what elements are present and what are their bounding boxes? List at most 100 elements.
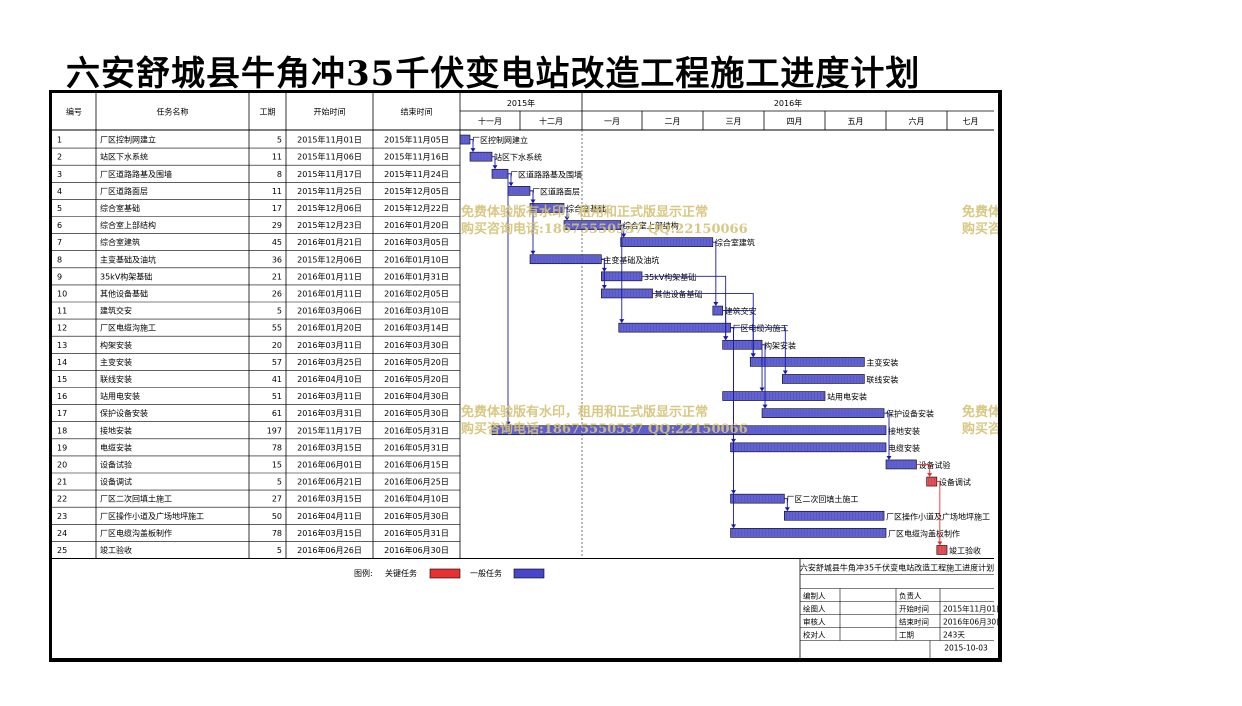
dependency-link: [712, 241, 717, 306]
task-end: 2016年01月20日: [384, 220, 449, 230]
task-name: 接地安装: [100, 425, 132, 435]
dependency-arrow: [784, 507, 790, 512]
task-id: 21: [57, 478, 67, 487]
task-name: 设备调试: [100, 477, 132, 487]
task-id: 2: [57, 153, 62, 162]
task-duration: 26: [272, 289, 282, 298]
title-block-cell: 开始时间: [899, 604, 929, 614]
task-bar: [529, 254, 602, 265]
bar-label: 厂区控制网建立: [472, 135, 528, 145]
dependency-arrow: [762, 404, 768, 409]
task-id: 16: [57, 392, 67, 401]
task-id: 23: [57, 512, 67, 521]
dependency-link: [762, 344, 766, 408]
title-block-project: 六安舒城县牛角冲35千伏变电站改造工程施工进度计划: [800, 563, 994, 573]
task-end: 2016年05月30日: [384, 511, 449, 521]
task-duration: 8: [277, 170, 282, 179]
watermark-line2: 购买咨询电话:18675550537 QQ:22150066: [461, 221, 748, 237]
task-id: 13: [57, 341, 67, 350]
task-duration: 21: [272, 272, 282, 281]
task-id: 6: [57, 221, 62, 230]
task-duration: 5: [277, 307, 282, 316]
title-block-cell: 审核人: [803, 617, 826, 627]
bar-label: 建筑交安: [725, 306, 757, 316]
task-bar: [722, 391, 826, 401]
task-id: 19: [57, 443, 67, 452]
task-end: 2016年05月30日: [384, 408, 449, 418]
task-start: 2015年12月23日: [297, 220, 362, 230]
legend-critical-label: 关键任务: [385, 568, 417, 578]
month-label: 四月: [787, 117, 803, 126]
legend-label: 图例:: [354, 568, 373, 578]
dependency-arrow: [759, 387, 765, 392]
task-start: 2016年06月21日: [297, 477, 362, 487]
header-duration: 工期: [260, 108, 276, 117]
task-end: 2016年01月10日: [384, 254, 449, 264]
task-id: 15: [57, 375, 67, 384]
task-end: 2016年03月14日: [384, 323, 449, 333]
bar-label: 设备试验: [919, 460, 951, 470]
task-name: 主变基础及油坑: [100, 254, 156, 264]
bar-label: 设备调试: [939, 477, 971, 487]
task-name: 保护设备安装: [100, 408, 148, 418]
bar-label: 综合室基础: [566, 203, 606, 213]
dependency-arrow: [470, 148, 476, 153]
task-name: 厂区电缆沟施工: [100, 323, 156, 333]
dependency-arrow: [723, 336, 729, 341]
watermark-line2: 购买咨询电话:18675550537 QQ:22150066: [962, 421, 998, 437]
dependency-link: [530, 190, 534, 254]
task-id: 14: [57, 358, 67, 367]
task-duration: 5: [277, 136, 282, 145]
task-name: 站区下水系统: [100, 152, 148, 162]
bar-label: 主变安装: [866, 357, 898, 367]
dependency-link: [730, 327, 786, 374]
task-id: 4: [57, 187, 62, 196]
bar-label: 接地安装: [888, 426, 920, 436]
watermark-line2: 购买咨询电话:18675550537 QQ:22150066: [461, 421, 748, 437]
task-end: 2016年01月31日: [384, 271, 449, 281]
header-name: 任务名称: [157, 107, 189, 117]
task-name: 厂区道路面层: [100, 186, 148, 196]
header-start: 开始时间: [314, 107, 346, 117]
bar-label: 综合室建筑: [715, 238, 755, 248]
dependency-link: [916, 464, 931, 477]
task-start: 2016年06月01日: [297, 459, 362, 469]
task-end: 2016年05月31日: [384, 442, 449, 452]
task-duration: 5: [277, 546, 282, 555]
bar-label: 厂区电缆沟盖板制作: [888, 528, 960, 538]
task-end: 2016年06月25日: [384, 477, 449, 487]
month-label: 一月: [604, 117, 620, 126]
task-duration: 5: [277, 478, 282, 487]
task-start: 2016年01月11日: [297, 271, 362, 281]
task-start: 2016年03月15日: [297, 442, 362, 452]
task-id: 9: [57, 272, 62, 281]
title-block-cell: 负责人: [899, 591, 922, 601]
task-start: 2016年03月15日: [297, 494, 362, 504]
dependency-arrow: [731, 438, 737, 443]
task-start: 2016年01月21日: [297, 237, 362, 247]
dependency-link: [642, 275, 727, 340]
watermark-line1: 免费体验版有水印，租用和正式版显示正常: [962, 404, 998, 420]
bar-label: 联线安装: [866, 374, 898, 384]
task-name: 其他设备基础: [100, 288, 148, 298]
month-label: 十一月: [478, 116, 502, 126]
bar-label: 构架安装: [764, 340, 796, 350]
legend-critical-swatch: [429, 568, 461, 579]
task-name: 设备试验: [100, 459, 132, 469]
bar-label: 厂区电缆沟施工: [733, 323, 789, 333]
task-id: 17: [57, 409, 67, 418]
task-name: 35kV构架基础: [100, 271, 152, 281]
task-id: 7: [57, 238, 62, 247]
legend-normal-label: 一般任务: [470, 568, 502, 578]
task-end: 2015年12月22日: [384, 203, 449, 213]
dependency-link: [492, 156, 496, 169]
task-end: 2015年11月24日: [384, 169, 449, 179]
task-name: 厂区二次回填土施工: [100, 494, 172, 504]
task-name: 厂区操作小道及广场地坪施工: [100, 511, 204, 521]
task-duration: 61: [272, 409, 282, 418]
task-bar: [601, 288, 653, 299]
bar-label: 综合室上部结构: [623, 221, 679, 231]
task-name: 综合室基础: [100, 203, 140, 213]
task-end: 2015年11月16日: [384, 152, 449, 162]
